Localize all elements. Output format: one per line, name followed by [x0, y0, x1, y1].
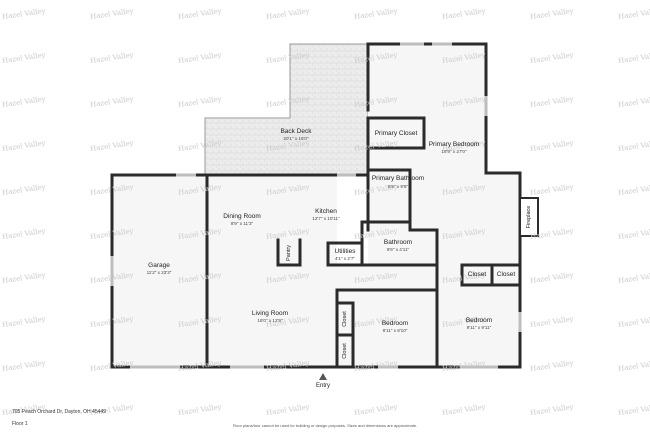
- fireplace: [519, 197, 539, 237]
- label-closet-3: Closet: [467, 271, 487, 278]
- room-primary-bathroom: Primary Bathroom: [371, 175, 425, 182]
- entry-label: Entry: [315, 383, 331, 389]
- back-deck-area: [204, 43, 369, 176]
- entry-arrow-icon: [319, 373, 327, 380]
- label-pantry: Pantry: [286, 245, 292, 261]
- label-closet-1: Closet: [342, 311, 348, 327]
- floor-label: Floor 1: [12, 421, 28, 427]
- label-closet-2: Closet: [342, 343, 348, 359]
- disclaimer-text: Floor plans/tour cannot be used for buil…: [232, 423, 418, 428]
- room-primary-bathroom-dims: 6'5" x 9'6": [388, 183, 408, 189]
- address-text: 705 Peach Orchard Dr, Dayton, OH 45449: [12, 409, 106, 415]
- primary-bathroom-dims: 6'5" x 9'6": [387, 184, 409, 189]
- label-closet-4: Closet: [496, 271, 516, 278]
- label-fireplace: Fireplace: [526, 205, 532, 229]
- room-primary-closet: Primary Closet: [374, 130, 418, 137]
